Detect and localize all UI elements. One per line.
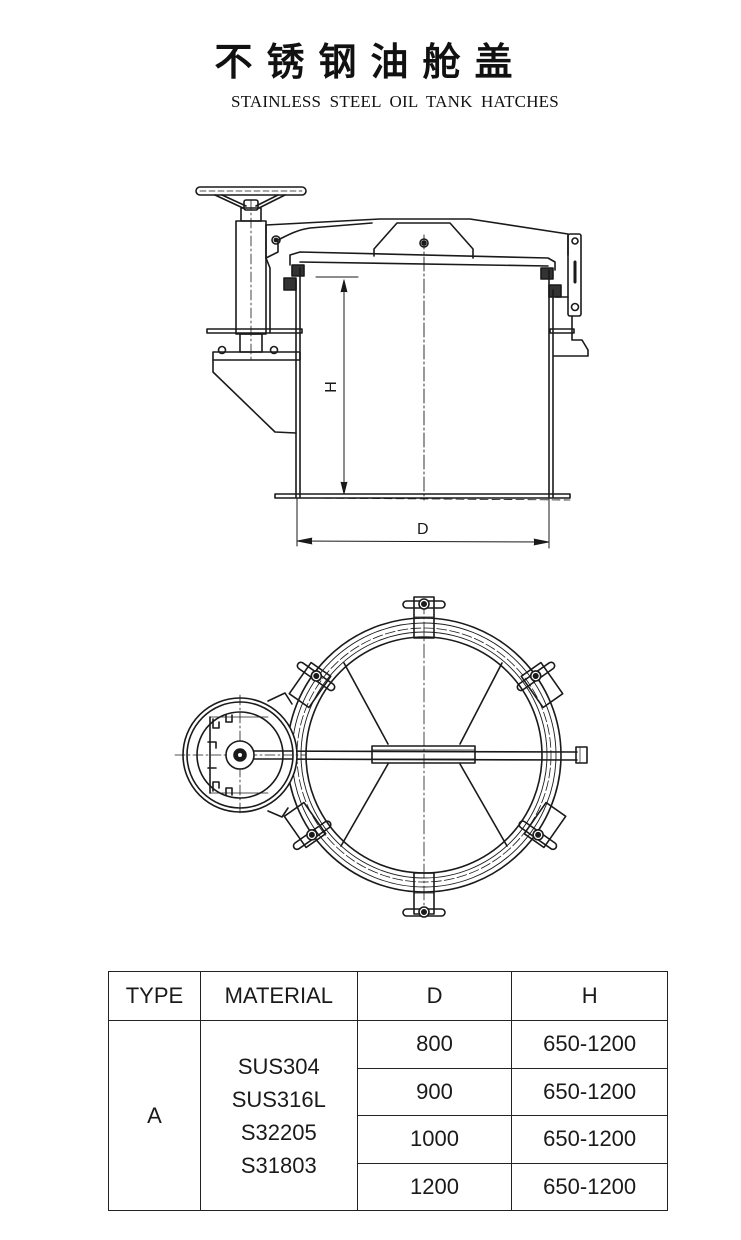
clamp-upper-right: [516, 661, 564, 709]
height-label: H: [322, 381, 340, 393]
table-row: 1200 650-1200: [109, 1162, 668, 1211]
height-cell: 650-1200: [511, 1020, 668, 1069]
diameter-cell: 1000: [356, 1115, 513, 1164]
clamp-upper-left: [288, 661, 336, 709]
material-item: SUS304: [237, 1053, 320, 1079]
specification-table: TYPE MATERIAL D H A SUS304 SUS316L S3220…: [108, 971, 668, 1211]
height-cell: 650-1200: [511, 1115, 668, 1164]
diameter-cell: 800: [356, 1020, 513, 1069]
column-header-material: MATERIAL: [199, 971, 358, 1021]
material-item: S32205: [240, 1119, 317, 1145]
material-item: SUS316L: [231, 1086, 326, 1112]
diameter-cell: 900: [356, 1067, 513, 1116]
table-row: 900 650-1200: [109, 1067, 668, 1116]
side-elevation-view: [195, 186, 589, 549]
height-dimension: [315, 276, 359, 495]
column-header-d: D: [356, 971, 513, 1021]
spindle-housing-plan: [174, 692, 306, 818]
height-cell: 650-1200: [511, 1067, 668, 1116]
diameter-dimension: [296, 497, 550, 549]
clamp-top: [402, 596, 446, 639]
plan-view: [174, 596, 588, 918]
clamp-bottom: [402, 872, 446, 918]
table-row: A SUS304 SUS316L S32205 S31803 800 650-1…: [108, 1020, 668, 1211]
page-title-english: STAINLESS STEEL OIL TANK HATCHES: [231, 92, 559, 111]
clamp-lower-left: [283, 801, 332, 851]
diameter-cell: 1200: [356, 1162, 513, 1211]
column-header-type: TYPE: [108, 971, 201, 1021]
table-header-row: TYPE MATERIAL D H: [108, 971, 668, 1021]
table-row: 1000 650-1200: [109, 1115, 668, 1164]
material-cell: SUS304 SUS316L S32205 S31803: [199, 1020, 358, 1211]
column-header-h: H: [511, 971, 668, 1021]
clamp-lower-right: [518, 801, 567, 851]
page-title-chinese: 不锈钢油舱盖: [214, 40, 527, 84]
height-cell: 650-1200: [511, 1162, 668, 1211]
type-cell: A: [108, 1020, 201, 1211]
technical-drawing: [174, 186, 589, 918]
material-item: S31803: [240, 1152, 317, 1178]
diameter-label: D: [417, 521, 429, 538]
